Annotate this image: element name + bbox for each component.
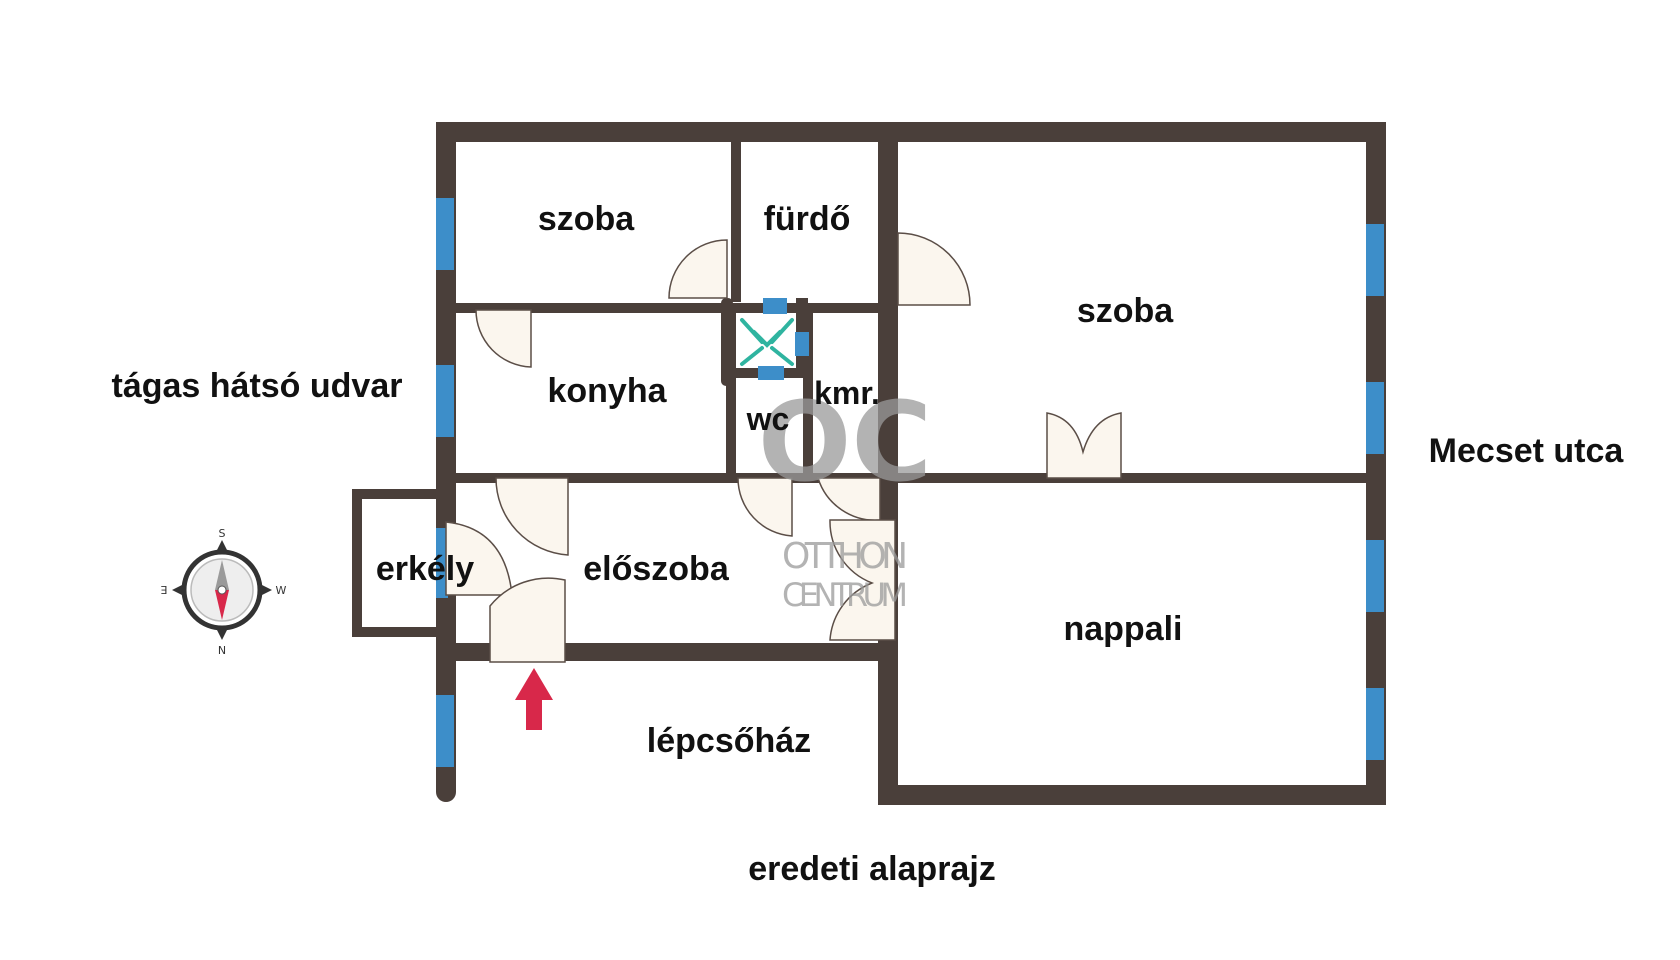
window	[436, 365, 454, 437]
window	[763, 298, 787, 314]
compass-label-bottom: N	[218, 644, 226, 657]
door-swing	[475, 309, 532, 368]
compass-label-left: E	[160, 583, 167, 596]
room-label-szoba-right: szoba	[1077, 292, 1174, 330]
watermark-line1: OTTHON	[782, 536, 908, 577]
doors	[445, 232, 1122, 663]
room-label-szoba-left: szoba	[538, 200, 635, 238]
door-swing	[489, 577, 566, 663]
door-swing	[829, 519, 896, 641]
compass-label-right: W	[276, 584, 287, 597]
room-label-lepcsohaz: lépcsőház	[647, 722, 811, 760]
wall-top	[436, 122, 1386, 142]
room-label-wc: wc	[746, 401, 790, 437]
door-swing	[737, 477, 793, 537]
room-label-nappali: nappali	[1063, 610, 1182, 648]
window	[1366, 382, 1384, 454]
wall-right-split	[888, 473, 1376, 483]
watermark-logo: OC	[758, 378, 932, 506]
window	[758, 364, 784, 380]
compass-label-top: S	[219, 527, 226, 540]
room-label-furdo: fürdő	[764, 200, 851, 238]
wall-konyha-wc	[726, 303, 736, 478]
wall-wc-kamra	[803, 303, 813, 478]
windows	[436, 198, 1384, 767]
room-labels: szoba fürdő konyha kmr. wc szoba előszob…	[376, 200, 1183, 760]
street-label: Mecset utca	[1429, 432, 1625, 470]
wall-bottom-right	[878, 785, 1386, 805]
door-swing	[1046, 412, 1122, 479]
window	[1366, 224, 1384, 296]
wall-row1-h	[446, 303, 888, 313]
room-label-eloszoba: előszoba	[583, 550, 730, 588]
window	[436, 528, 448, 598]
door-swing	[668, 239, 728, 299]
room-label-erkely: erkély	[376, 550, 474, 588]
window	[436, 695, 454, 767]
window	[1366, 688, 1384, 760]
door-swing	[495, 477, 569, 556]
wall-szoba-furdo	[731, 122, 741, 302]
caption: eredeti alaprajz	[748, 850, 996, 888]
door-swing	[897, 232, 971, 306]
vent-icon	[740, 318, 794, 366]
window	[1366, 540, 1384, 612]
watermark-line2: CENTRUM	[782, 576, 908, 614]
watermark: OC OTTHON CENTRUM	[758, 378, 932, 614]
wall-row2-h	[446, 473, 888, 483]
backyard-label: tágas hátsó udvar	[112, 367, 403, 405]
room-label-konyha: konyha	[547, 372, 667, 410]
window	[436, 198, 454, 270]
entrance-arrow-icon	[515, 668, 553, 730]
wall-shaft-left	[721, 298, 733, 386]
room-label-kamra: kmr.	[814, 375, 880, 411]
compass-icon: S N E W	[160, 527, 286, 657]
window	[795, 332, 809, 356]
